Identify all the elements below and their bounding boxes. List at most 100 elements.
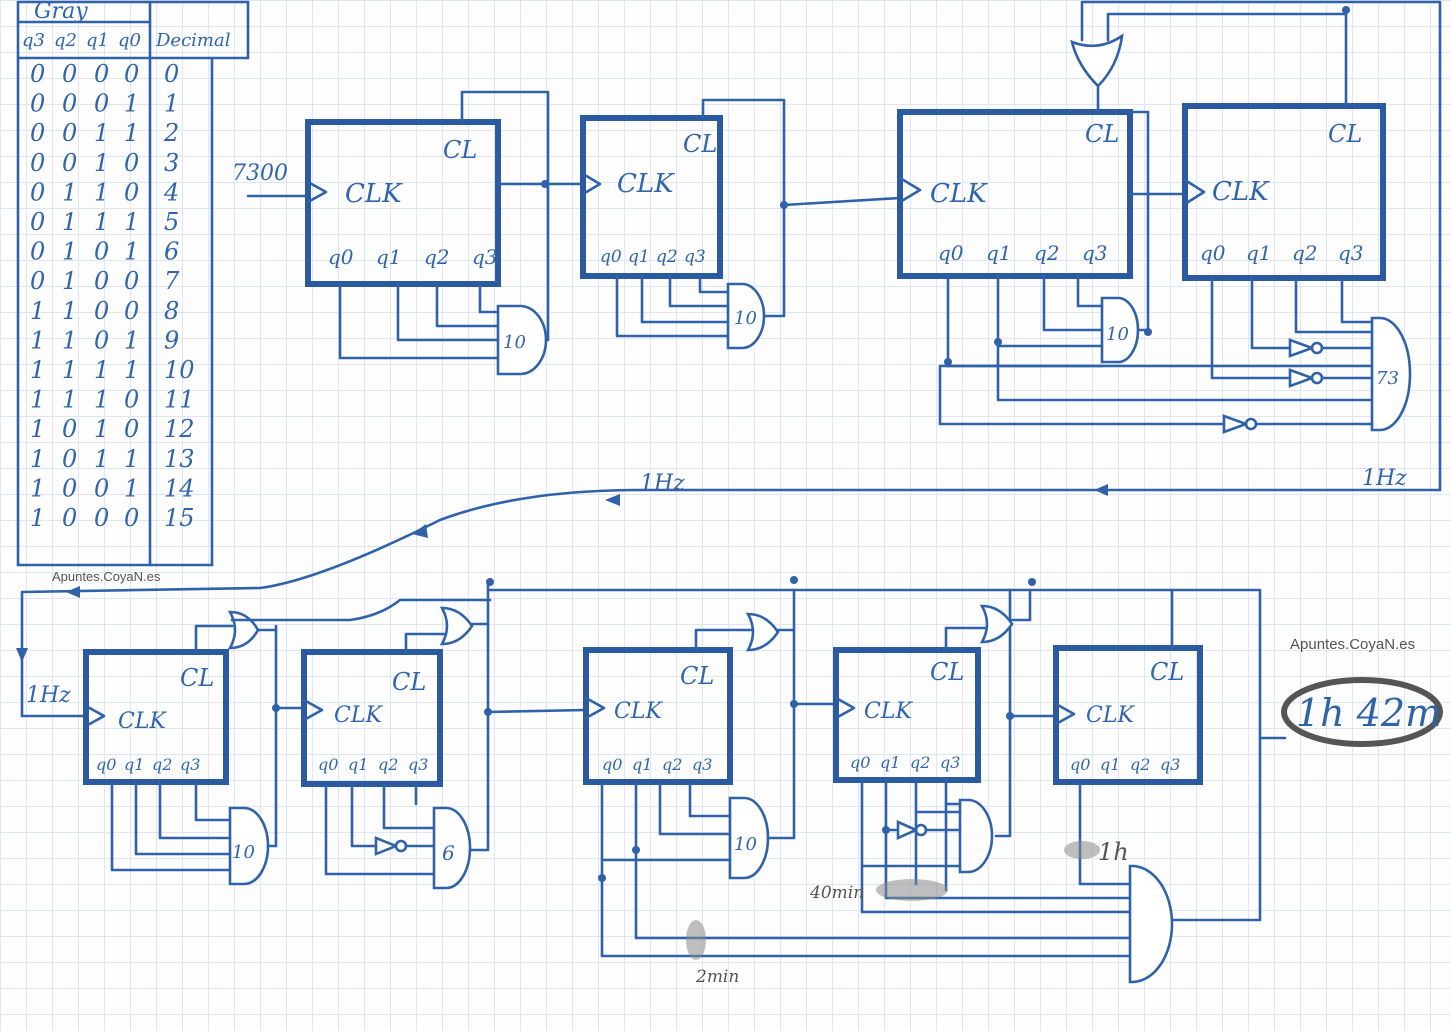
gray-table-header: q1 bbox=[86, 30, 109, 51]
gray-table-decimal-cell: 10 bbox=[164, 356, 195, 384]
counter-6-cl-label: CL bbox=[392, 668, 426, 696]
not-gate-c bbox=[1222, 414, 1250, 434]
gray-table-header: Decimal bbox=[155, 30, 231, 51]
gray-table-decimal-cell: 14 bbox=[164, 474, 195, 502]
counter-1-clk-label: CLK bbox=[345, 179, 403, 209]
counter-output-q2: q2 bbox=[424, 245, 450, 269]
gray-table-bit-cell: 0 bbox=[94, 504, 109, 532]
gray-table-bit-cell: 0 bbox=[94, 238, 109, 266]
gray-table-decimal-cell: 9 bbox=[164, 326, 179, 354]
gray-table-decimal-cell: 15 bbox=[164, 504, 195, 532]
and-gate-final bbox=[1128, 864, 1174, 984]
gray-table-bit-cell: 0 bbox=[30, 267, 45, 295]
counter-6-clk-label: CLK bbox=[334, 703, 383, 728]
gray-table-bit-cell: 1 bbox=[124, 445, 139, 473]
gray-table-bit-cell: 1 bbox=[62, 178, 77, 206]
or-gate-bottom-4 bbox=[979, 604, 1014, 644]
or-gate-top bbox=[1070, 33, 1124, 88]
gray-table-bit-cell: 0 bbox=[94, 326, 109, 354]
counter-output-q2: q2 bbox=[662, 755, 682, 774]
gray-table-bit-cell: 0 bbox=[62, 60, 77, 88]
gray-table-bit-cell: 0 bbox=[30, 178, 45, 206]
mark-2min: 2min bbox=[695, 967, 739, 987]
gray-table-decimal-cell: 11 bbox=[164, 386, 195, 414]
gray-table-decimal-cell: 5 bbox=[164, 208, 179, 236]
gray-table-decimal-cell: 1 bbox=[164, 90, 179, 118]
watermark-left: Apuntes.CoyaN.es bbox=[52, 569, 161, 584]
gray-table-bit-cell: 1 bbox=[94, 445, 109, 473]
gray-table-decimal-cell: 4 bbox=[163, 178, 179, 206]
gray-table-decimal-cell: 8 bbox=[164, 297, 179, 325]
counter-output-q3: q3 bbox=[180, 755, 200, 774]
gray-table-bit-cell: 0 bbox=[62, 445, 77, 473]
gray-table-bit-cell: 1 bbox=[30, 326, 45, 354]
gray-table-bit-cell: 1 bbox=[94, 356, 109, 384]
gray-table-decimal-cell: 13 bbox=[164, 445, 195, 473]
gray-table-decimal-cell: 7 bbox=[164, 267, 180, 295]
counter-9-cl-label: CL bbox=[1150, 658, 1184, 686]
gray-table-bit-cell: 0 bbox=[62, 474, 77, 502]
gray-table-header: q0 bbox=[118, 30, 141, 51]
and-gate-10-b bbox=[726, 282, 766, 350]
not-gate-a bbox=[1288, 368, 1316, 388]
gray-table-bit-cell: 1 bbox=[30, 356, 45, 384]
gray-table-bit-cell: 1 bbox=[124, 238, 139, 266]
counter-output-q1: q1 bbox=[124, 755, 144, 774]
counter-2-cl-label: CL bbox=[683, 130, 717, 158]
or-gate-bottom-3 bbox=[745, 612, 780, 652]
counter-output-q1: q1 bbox=[1100, 755, 1120, 774]
counter-output-q1: q1 bbox=[348, 755, 368, 774]
counter-output-q2: q2 bbox=[656, 247, 678, 267]
gray-table-bit-cell: 0 bbox=[124, 267, 139, 295]
counter-output-q2: q2 bbox=[1130, 755, 1150, 774]
counter-output-q3: q3 bbox=[692, 755, 712, 774]
counter-6 bbox=[301, 649, 443, 787]
gray-table-bit-cell: 0 bbox=[30, 208, 45, 236]
gray-table-bit-cell: 0 bbox=[30, 90, 45, 118]
counter-5 bbox=[83, 649, 229, 785]
gray-table-bit-cell: 0 bbox=[94, 297, 109, 325]
gray-table-bit-cell: 1 bbox=[30, 504, 45, 532]
result-ellipse bbox=[1281, 677, 1443, 747]
gray-table-bit-cell: 0 bbox=[124, 386, 139, 414]
or-gate-bottom-2 bbox=[439, 606, 474, 646]
gray-table-header: q3 bbox=[22, 30, 45, 51]
gray-table-bit-cell: 1 bbox=[94, 178, 109, 206]
and-gate-10-e bbox=[728, 796, 770, 880]
gray-table-bit-cell: 1 bbox=[94, 149, 109, 177]
gray-table-bit-cell: 0 bbox=[30, 238, 45, 266]
and-gate-d-right bbox=[958, 798, 994, 874]
counter-2-clk-label: CLK bbox=[617, 169, 675, 199]
gray-table-bit-cell: 0 bbox=[124, 297, 139, 325]
gray-table-bit-cell: 0 bbox=[124, 149, 139, 177]
gray-table-bit-cell: 1 bbox=[30, 415, 45, 443]
gray-table-bit-cell: 0 bbox=[124, 504, 139, 532]
gray-table-bit-cell: 1 bbox=[94, 386, 109, 414]
gray-table-decimal-cell: 3 bbox=[164, 149, 179, 177]
gray-table-bit-cell: 0 bbox=[30, 119, 45, 147]
mark-1h: 1h bbox=[1098, 838, 1129, 866]
and-gate-10-a bbox=[496, 304, 548, 376]
counter-4-cl-label: CL bbox=[1328, 120, 1362, 148]
gray-table-decimal-cell: 0 bbox=[164, 60, 179, 88]
gray-table-bit-cell: 1 bbox=[124, 326, 139, 354]
counter-4 bbox=[1182, 103, 1386, 281]
not-gate-b bbox=[1288, 338, 1316, 358]
counter-output-q0: q0 bbox=[318, 755, 338, 774]
counter-4-clk-label: CLK bbox=[1212, 177, 1270, 207]
gray-table-bit-cell: 1 bbox=[62, 267, 77, 295]
counter-8 bbox=[833, 647, 981, 783]
gate-10-b-label: 10 bbox=[734, 308, 757, 329]
gray-table-bit-cell: 0 bbox=[124, 60, 139, 88]
not-gate-d bbox=[374, 836, 400, 856]
counter-7-cl-label: CL bbox=[680, 662, 714, 690]
gray-table-bit-cell: 1 bbox=[30, 297, 45, 325]
